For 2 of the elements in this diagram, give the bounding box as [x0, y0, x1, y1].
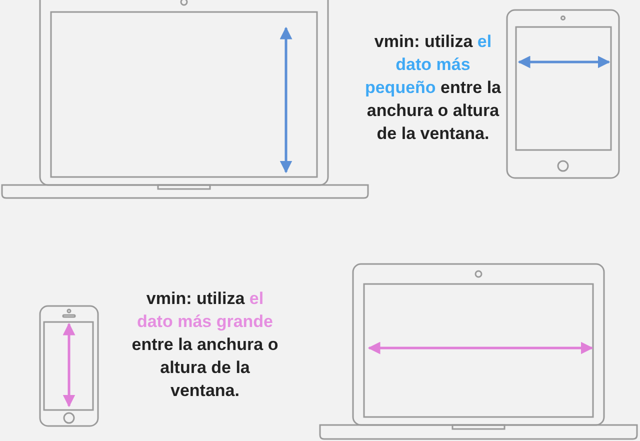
description-text: vmin: utiliza el dato más grande entre la anchura o altura de la ventana.	[130, 288, 280, 402]
description-text: vmin: utiliza el dato más pequeño entre la anchura o altura de la ventana.	[364, 31, 502, 145]
